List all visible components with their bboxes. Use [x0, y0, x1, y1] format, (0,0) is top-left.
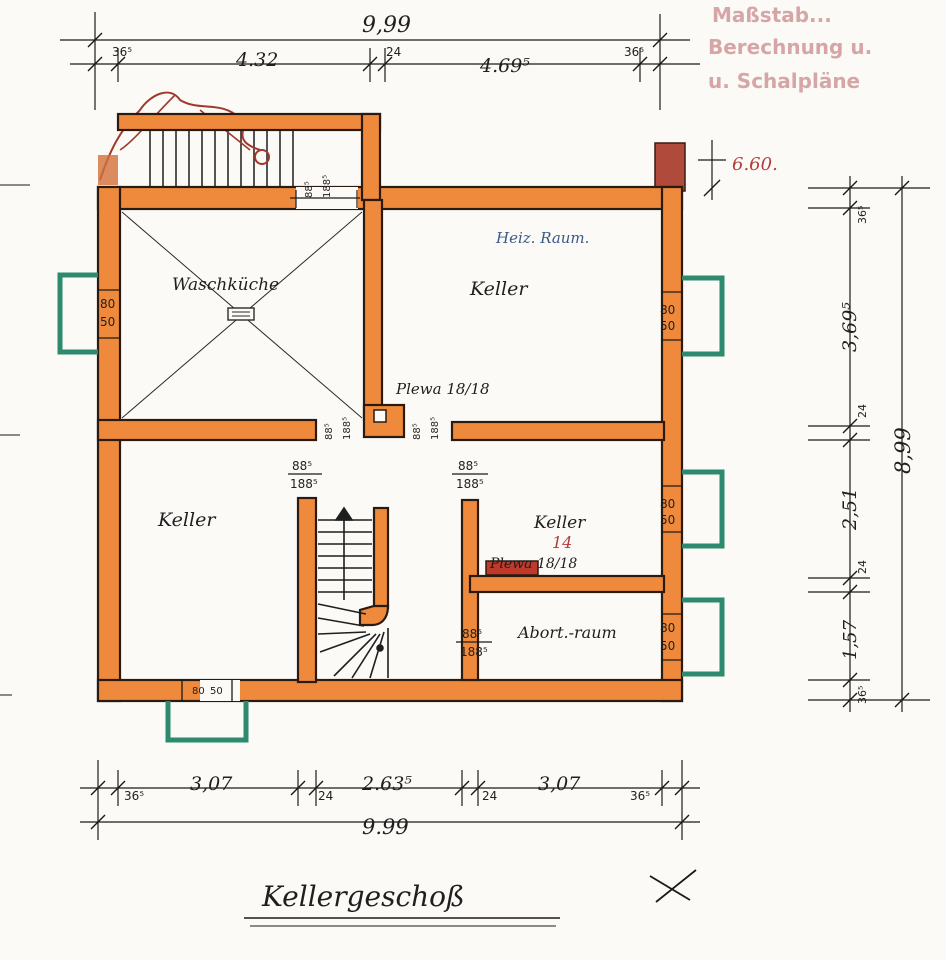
top-dimensions: 9,99 36⁵ 4.32 24 4.69⁵ 36⁵: [60, 12, 700, 110]
door-left-width: 88⁵: [324, 423, 335, 440]
door-cl-height: 188⁵: [290, 477, 318, 491]
door-left-height: 188⁵: [342, 417, 353, 440]
stamp-line-1: Maßstab...: [712, 3, 832, 27]
left-edge-marks: [0, 184, 30, 696]
right-room3-dim: 1,57: [840, 619, 861, 660]
door-cl-width: 88⁵: [292, 459, 312, 473]
walls: [96, 112, 684, 703]
bottom-total-dim: 9.99: [362, 815, 409, 839]
bottom-right-room-dim: 3,07: [538, 773, 581, 795]
right-room1-dim: 3,69⁵: [839, 302, 861, 352]
door-cr-width: 88⁵: [458, 459, 478, 473]
right-wall1-dim: 24: [856, 404, 869, 418]
win-r1-width: 80: [660, 303, 675, 317]
door-dimensions: 88⁵ 188⁵ 88⁵ 188⁵ 88⁵ 188⁵ 88⁵ 188⁵ 88⁵ …: [288, 175, 492, 659]
label-plewa-right: Plewa 18/18: [489, 556, 577, 572]
door-top-width: 88⁵: [304, 181, 315, 198]
win-r2-height: 50: [660, 513, 675, 527]
door-top-marks: [290, 190, 360, 208]
bottom-right-wall-dim: 36⁵: [630, 789, 650, 803]
door-cr-height: 188⁵: [456, 477, 484, 491]
right-top-wall-dim: 36⁵: [856, 206, 869, 224]
bottom-dimensions: 36⁵ 3,07 24 2.63⁵ 24 3,07 36⁵ 9.99: [80, 760, 700, 840]
approval-stamp: Maßstab... Berechnung u. u. Schalpläne: [708, 3, 872, 93]
right-dimensions: 36⁵ 3,69⁵ 24 2,51 24 1,57 36⁵ 8,99: [808, 176, 930, 712]
door-abort-width: 88⁵: [462, 627, 482, 641]
win-left-width: 80: [100, 297, 115, 311]
label-abort: Abort.-raum: [516, 623, 617, 642]
top-right-wall-dim: 36⁵: [624, 45, 644, 59]
win-bottom-width: 80: [192, 686, 205, 697]
label-plewa-top: Plewa 18/18: [395, 380, 490, 398]
label-keller-top: Keller: [469, 278, 529, 300]
win-r1-height: 50: [660, 319, 675, 333]
height-marker: 6.60.: [698, 140, 778, 200]
right-room2-dim: 2,51: [839, 488, 861, 531]
label-keller-right-number: 14: [552, 533, 572, 552]
door-top-height: 188⁵: [322, 175, 333, 198]
right-total-dim: 8,99: [891, 427, 915, 474]
bottom-wall-b-dim: 24: [482, 789, 497, 803]
door-abort-height: 188⁵: [460, 645, 488, 659]
height-note: 6.60.: [732, 154, 778, 175]
label-keller-left: Keller: [157, 509, 217, 531]
door-openings: [200, 187, 358, 701]
door-mid-height: 188⁵: [430, 417, 441, 440]
right-bottom-wall-dim: 36⁵: [856, 686, 869, 704]
label-heiz-raum: Heiz. Raum.: [495, 229, 589, 247]
top-total-dim: 9,99: [362, 13, 411, 38]
windows: 80 50 80 50 80 50 80 50 80 50: [57, 272, 725, 743]
plan-title: Kellergeschoß: [244, 869, 697, 927]
win-r2-width: 80: [660, 497, 675, 511]
right-wall2-dim: 24: [856, 560, 869, 574]
top-left-wall-dim: 36⁵: [112, 45, 132, 59]
win-r3-height: 50: [660, 639, 675, 653]
bottom-wall-a-dim: 24: [318, 789, 333, 803]
bottom-mid-room-dim: 2.63⁵: [361, 773, 412, 795]
title-text: Kellergeschoß: [261, 880, 465, 913]
chimney: [654, 142, 686, 192]
win-r3-width: 80: [660, 621, 675, 635]
stamp-line-2: Berechnung u.: [708, 35, 872, 59]
interior-staircase: [317, 506, 389, 679]
bottom-left-room-dim: 3,07: [190, 773, 233, 795]
top-mid-wall-dim: 24: [386, 45, 401, 59]
win-bottom-height: 50: [210, 686, 223, 697]
win-left-height: 50: [100, 315, 115, 329]
room-waschkueche: Waschküche: [121, 211, 363, 419]
bottom-left-wall-dim: 36⁵: [124, 789, 144, 803]
top-left-room-dim: 4.32: [235, 49, 278, 71]
top-right-room-dim: 4.69⁵: [479, 55, 530, 77]
door-mid-width: 88⁵: [412, 423, 423, 440]
stamp-line-3: u. Schalpläne: [708, 69, 860, 93]
label-waschkueche: Waschküche: [172, 275, 279, 295]
label-keller-right: Keller: [533, 513, 586, 533]
